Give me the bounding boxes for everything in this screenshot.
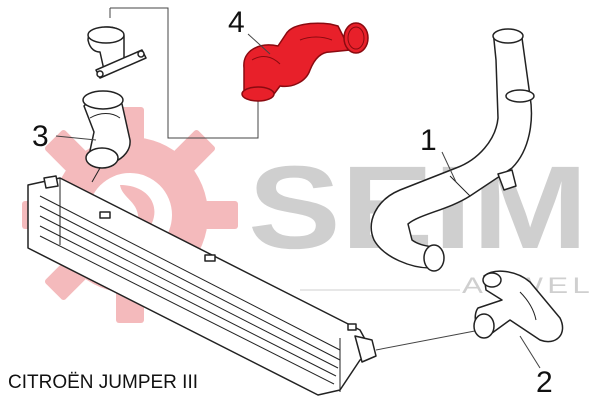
leader-lines: [55, 33, 541, 369]
reference-lines: [109, 7, 481, 351]
hose-part-1: [370, 28, 535, 272]
watermark-wordmark: SEIM ARWEL: [248, 142, 591, 298]
intercooler: [27, 175, 377, 396]
callout-1: 1: [420, 124, 437, 157]
hose-part-4-highlighted: [241, 22, 369, 102]
vehicle-caption: CITROËN JUMPER III: [8, 372, 198, 393]
hose-part-2: [473, 270, 564, 343]
callout-4: 4: [228, 6, 245, 39]
callout-3: 3: [32, 120, 49, 153]
callout-2: 2: [536, 366, 553, 399]
hose-part-3: [82, 26, 147, 183]
